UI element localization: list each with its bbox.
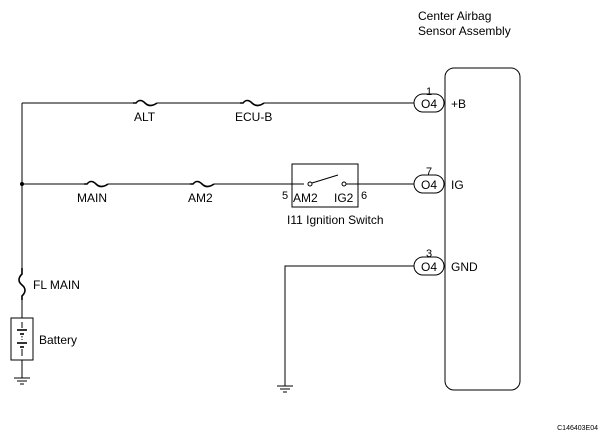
fuse-main-label: MAIN xyxy=(77,191,107,205)
switch-pin-5: 5 xyxy=(282,190,288,202)
battery-ground-icon xyxy=(14,377,30,385)
fusible-link-icon xyxy=(18,268,26,300)
figure-code: C146403E04 xyxy=(557,425,598,432)
battery-label: Battery xyxy=(39,333,77,347)
wire-gnd xyxy=(284,265,414,386)
switch-contact-icon xyxy=(307,174,347,187)
fuse-am2-icon xyxy=(190,180,215,188)
switch-terminal-ig2: IG2 xyxy=(334,191,354,205)
signal-gnd: GND xyxy=(451,260,478,274)
fuse-am2-label: AM2 xyxy=(188,191,213,205)
connector-o4-gnd xyxy=(413,256,445,276)
fl-main-label: FL MAIN xyxy=(33,278,80,292)
fuse-alt-icon xyxy=(133,99,158,107)
connector-o4-ig xyxy=(413,174,445,194)
ignition-switch-label: I11 Ignition Switch xyxy=(287,213,384,227)
signal-ig: IG xyxy=(451,178,464,192)
sensor-assembly-box xyxy=(444,67,521,391)
gnd-ground-icon xyxy=(277,385,293,393)
ignition-switch-box xyxy=(291,163,359,208)
connector-o4-label-3: O4 xyxy=(421,260,437,274)
fuse-ecu-b-label: ECU-B xyxy=(235,110,272,124)
pin-number-7: 7 xyxy=(426,166,432,178)
battery-icon xyxy=(10,317,34,361)
component-title-line1: Center Airbag xyxy=(418,9,491,23)
signal-plus-b: +B xyxy=(451,97,466,111)
component-title-line2: Sensor Assembly xyxy=(418,24,511,38)
pin-number-3: 3 xyxy=(426,248,432,260)
connector-o4-label-7: O4 xyxy=(421,178,437,192)
fuse-main-icon xyxy=(84,180,109,188)
connector-o4-plus-b xyxy=(413,93,445,113)
fuse-ecu-b-icon xyxy=(240,99,265,107)
switch-pin-6: 6 xyxy=(361,190,367,202)
pin-number-1: 1 xyxy=(426,86,432,98)
switch-terminal-am2: AM2 xyxy=(293,191,318,205)
fuse-alt-label: ALT xyxy=(134,110,156,124)
connector-o4-label-1: O4 xyxy=(421,97,437,111)
